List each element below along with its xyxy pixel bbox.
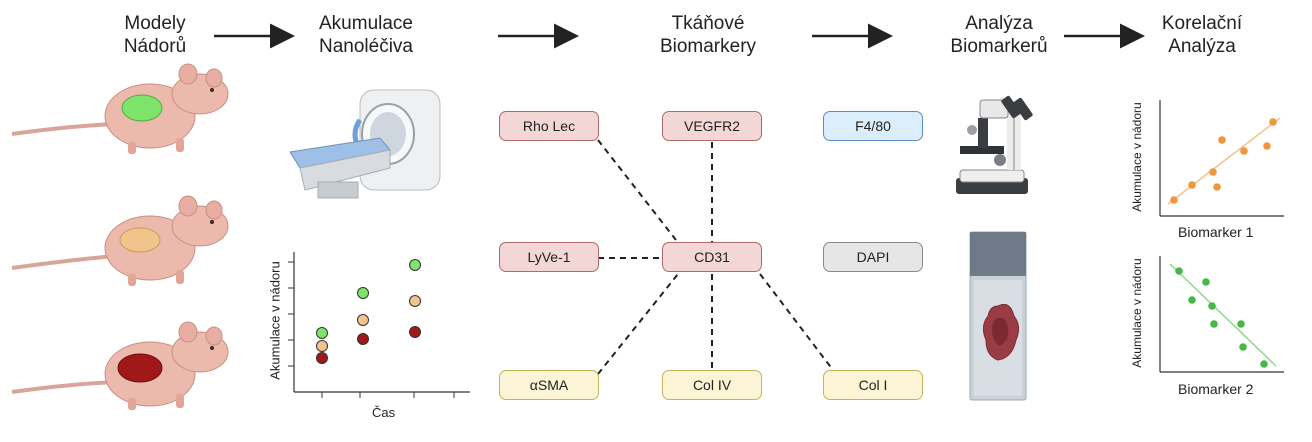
- biomarker-box-col1: Col I: [823, 370, 923, 400]
- data-point-red: [357, 333, 369, 345]
- biomarker-box-vegfr2: VEGFR2: [662, 111, 762, 141]
- biomarker-box-asma: αSMA: [499, 370, 599, 400]
- tumor-green: [121, 94, 163, 122]
- data-point-peach: [357, 314, 369, 326]
- mouse-icon: [11, 195, 229, 286]
- mouse-icon: [11, 321, 229, 410]
- microscope-icon: [956, 95, 1033, 194]
- correlation-2-xlabel: Biomarker 2: [1178, 381, 1254, 397]
- biomarker-box-rho-lec: Rho Lec: [499, 111, 599, 141]
- accumulation-plot: [288, 252, 470, 398]
- data-point-green: [357, 287, 369, 299]
- tissue-slide-icon: [969, 231, 1027, 401]
- stage-title-tumor-models: Modely Nádorů: [123, 13, 187, 57]
- biomarker-box-col4: Col IV: [662, 370, 762, 400]
- data-point-red: [316, 352, 328, 364]
- biomarker-connectors: [597, 139, 837, 375]
- correlation-plot-1: [1159, 100, 1284, 217]
- biomarker-box-f480: F4/80: [823, 111, 923, 141]
- correlation-1-ylabel: Akumulace v nádoru: [1130, 102, 1144, 212]
- data-point-peach: [409, 295, 421, 307]
- biomarker-box-lyve1: LyVe-1: [499, 242, 599, 272]
- correlation-2-ylabel: Akumulace v nádoru: [1130, 258, 1144, 368]
- stage-title-biomarker-analysis: Analýza Biomarkerů: [950, 13, 1048, 57]
- data-point-green: [409, 259, 421, 271]
- tumor-red: [117, 353, 163, 383]
- data-point-green: [316, 327, 328, 339]
- accumulation-ylabel: Akumulace v nádoru: [267, 261, 283, 380]
- biomarker-box-dapi: DAPI: [823, 242, 923, 272]
- stage-title-tissue-biomarkers: Tkáňové Biomarkery: [659, 13, 757, 57]
- correlation-1-xlabel: Biomarker 1: [1178, 224, 1254, 240]
- data-point-peach: [316, 340, 328, 352]
- tumor-peach: [119, 227, 161, 253]
- accumulation-xlabel: Čas: [372, 405, 396, 420]
- mouse-icon: [11, 63, 229, 154]
- correlation-plot-2: [1159, 256, 1284, 373]
- mri-scanner-icon: [289, 89, 441, 199]
- stage-title-drug-accumulation: Akumulace Nanoléčiva: [319, 13, 413, 57]
- biomarker-box-cd31: CD31: [662, 242, 762, 272]
- stage-title-correlation-analysis: Korelační Analýza: [1161, 13, 1243, 57]
- data-point-red: [409, 326, 421, 338]
